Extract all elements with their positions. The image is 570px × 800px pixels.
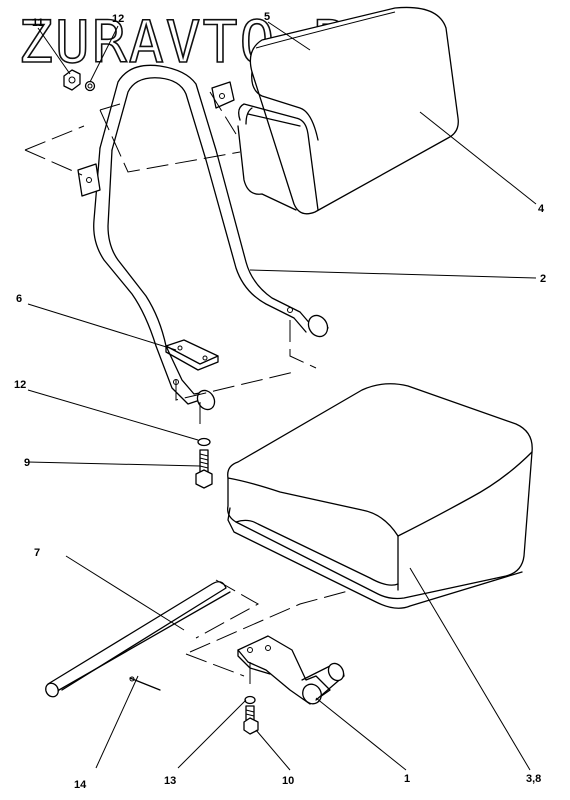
seat-rod [45, 581, 231, 698]
callout-13: 13 [164, 775, 176, 787]
callout-3-8: 3,8 [526, 773, 541, 785]
bracket-plate [165, 339, 219, 371]
callout-4: 4 [538, 203, 545, 215]
callout-11: 11 [32, 17, 44, 29]
hinge-fasteners [243, 662, 259, 735]
callout-12-top: 12 [112, 13, 124, 25]
bolt-washer-group [195, 437, 213, 489]
rod-dashed-lines [185, 579, 353, 677]
callout-10: 10 [282, 775, 294, 787]
backrest-frame [77, 64, 329, 411]
assembly-lines-upper [24, 91, 317, 430]
callout-1: 1 [404, 773, 410, 785]
callout-labels: 11 12 5 4 2 6 12 9 7 14 13 10 1 3,8 [14, 11, 546, 791]
callout-7: 7 [34, 547, 40, 559]
hinge-bracket [237, 635, 345, 705]
callout-2: 2 [540, 273, 546, 285]
top-nut-washer [63, 69, 96, 92]
callout-14: 14 [74, 779, 87, 791]
callout-5: 5 [264, 11, 270, 23]
backrest-cushion [237, 6, 459, 215]
seat-cushion [227, 383, 533, 609]
callout-12-lower: 12 [14, 379, 26, 391]
callout-9: 9 [24, 457, 30, 469]
callout-6: 6 [16, 293, 22, 305]
leader-lines [27, 21, 537, 771]
